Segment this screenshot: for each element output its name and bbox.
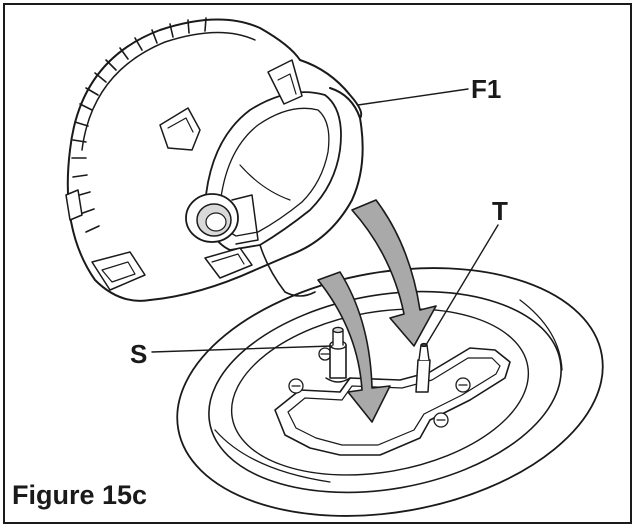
screw-2 bbox=[455, 377, 471, 393]
leader-t bbox=[425, 224, 499, 346]
leader-lines bbox=[151, 88, 499, 353]
side-port bbox=[185, 193, 259, 245]
figure-caption: Figure 15c bbox=[12, 480, 148, 510]
connector-s bbox=[325, 326, 351, 383]
insertion-arrow-right bbox=[351, 199, 437, 347]
callout-s: S bbox=[130, 339, 148, 369]
screw-1 bbox=[288, 378, 304, 394]
base-socket bbox=[176, 267, 604, 517]
probe-t bbox=[415, 342, 431, 393]
screw-3 bbox=[433, 412, 449, 428]
callout-f1: F1 bbox=[471, 74, 502, 104]
module-f1 bbox=[65, 17, 364, 302]
leader-s bbox=[151, 345, 333, 353]
contact-plate bbox=[274, 347, 511, 456]
insertion-arrow-left bbox=[317, 271, 391, 423]
callout-t: T bbox=[492, 196, 508, 226]
leader-f1 bbox=[357, 88, 469, 106]
